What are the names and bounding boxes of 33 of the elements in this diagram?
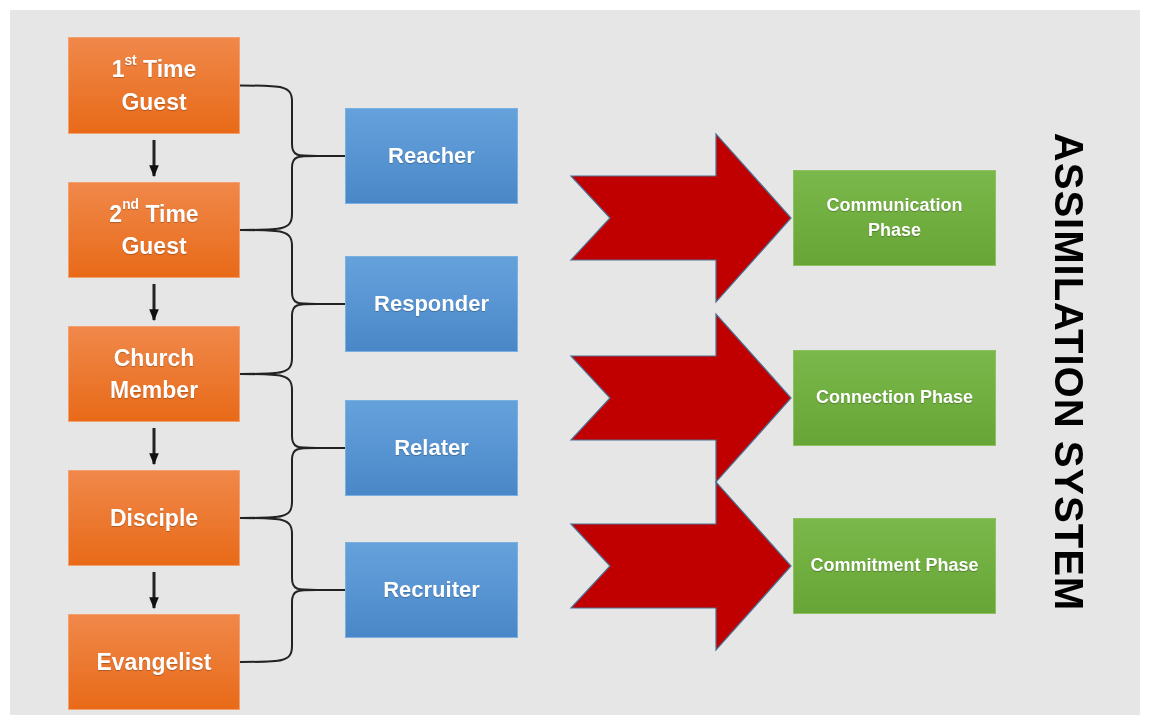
diagram-title: ASSIMILATION SYSTEM	[1045, 132, 1091, 612]
node-label: Commitment Phase	[810, 554, 979, 578]
node-label: 2$^{nd}$ Time Guest	[108, 197, 200, 261]
role-box	[345, 108, 518, 204]
node-label: Responder	[374, 289, 489, 318]
stage-box	[68, 326, 240, 422]
phase-box	[793, 170, 996, 266]
down-arrow	[149, 428, 159, 466]
node-label: Recruiter	[383, 575, 480, 604]
phase-box	[793, 350, 996, 446]
chevron-arrow	[569, 132, 792, 304]
chevron-arrow	[569, 480, 792, 652]
node-label: Disciple	[109, 503, 199, 533]
stage-box	[68, 182, 240, 278]
down-arrow	[149, 284, 159, 322]
node-label: Communication Phase	[825, 193, 964, 242]
stage-box	[68, 614, 240, 710]
node-label: Relater	[394, 433, 469, 462]
node-label: Church Member	[108, 343, 200, 405]
role-box	[345, 400, 518, 496]
bracket-line	[239, 589, 346, 663]
down-arrow	[149, 572, 159, 610]
down-arrow	[149, 140, 159, 178]
role-box	[345, 256, 518, 352]
chevron-arrow	[569, 312, 792, 484]
node-label: 1$^{st}$ Time Guest	[110, 53, 198, 117]
stage-box	[68, 470, 240, 566]
node-label: Connection Phase	[816, 386, 973, 410]
phase-box	[793, 518, 996, 614]
stage-box	[68, 37, 240, 134]
node-label: Reacher	[388, 141, 475, 170]
node-label: Evangelist	[96, 647, 212, 677]
role-box	[345, 542, 518, 638]
